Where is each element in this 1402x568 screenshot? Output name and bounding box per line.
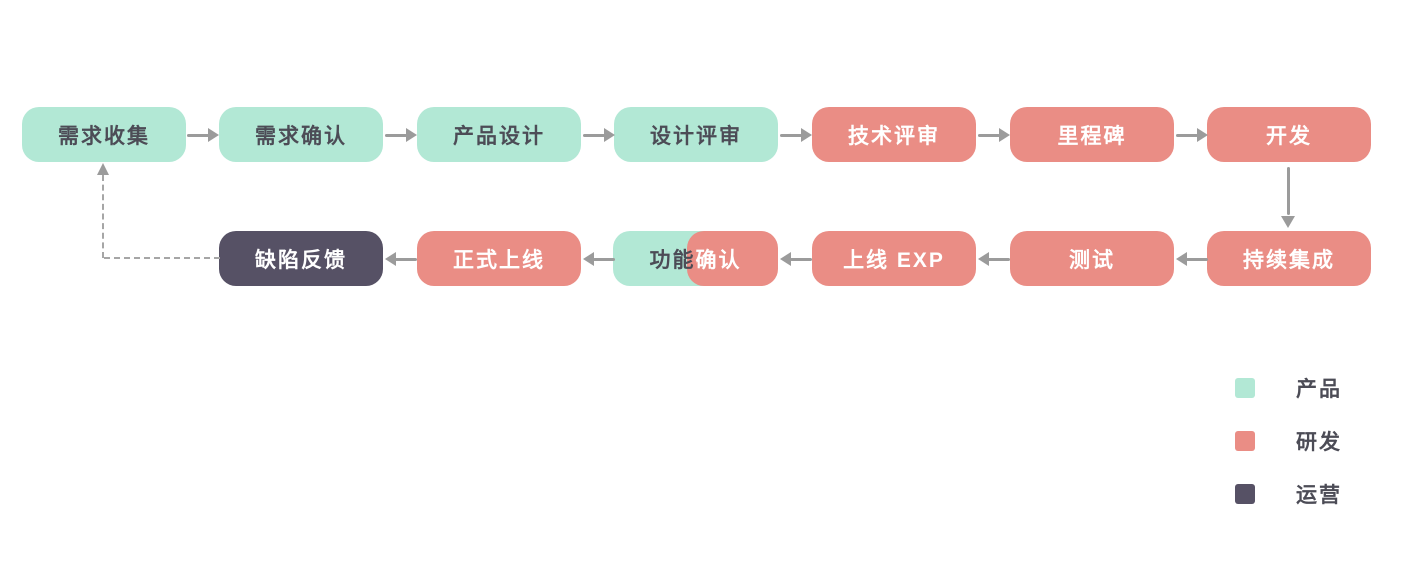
flow-node-requirement-confirmation: 需求确认 [219, 107, 383, 162]
arrow-right-icon [187, 128, 219, 142]
arrow-left-icon [1176, 252, 1208, 266]
arrow-right-icon [583, 128, 615, 142]
flow-node-development: 开发 [1207, 107, 1371, 162]
legend-swatch-rnd [1235, 431, 1255, 451]
legend-swatch-product [1235, 378, 1255, 398]
flow-node-product-design: 产品设计 [417, 107, 581, 162]
flow-node-testing: 测试 [1010, 231, 1174, 286]
feedback-arrow-up-icon [97, 163, 109, 175]
arrow-left-icon [583, 252, 615, 266]
legend-label-ops: 运营 [1296, 484, 1342, 507]
arrow-down-icon [1281, 167, 1295, 228]
flow-node-milestone: 里程碑 [1010, 107, 1174, 162]
flow-node-official-launch: 正式上线 [417, 231, 581, 286]
flow-node-feature-confirmation: 功能确认 [613, 231, 778, 286]
feature-confirmation-label-right: 确认 [695, 248, 742, 272]
feedback-dashed-line-vertical [102, 175, 104, 258]
flow-node-tech-review: 技术评审 [812, 107, 976, 162]
feature-confirmation-label: 功能确认 [613, 231, 778, 286]
arrow-right-icon [978, 128, 1010, 142]
arrow-right-icon [385, 128, 417, 142]
feature-confirmation-label-left: 功能 [649, 248, 696, 272]
legend-item-ops: 运营 [1235, 481, 1342, 507]
legend-label-product: 产品 [1296, 378, 1342, 401]
legend-label-rnd: 研发 [1296, 431, 1342, 454]
arrow-right-icon [1176, 128, 1208, 142]
flow-node-design-review: 设计评审 [614, 107, 778, 162]
feedback-dashed-line-horizontal [104, 257, 220, 259]
legend-item-rnd: 研发 [1235, 428, 1342, 454]
legend-item-product: 产品 [1235, 375, 1342, 401]
feature-confirmation-rnd-block [687, 231, 778, 286]
flow-node-defect-feedback: 缺陷反馈 [219, 231, 383, 286]
flow-node-continuous-integration: 持续集成 [1207, 231, 1371, 286]
flow-node-launch-exp: 上线 EXP [812, 231, 976, 286]
legend-swatch-ops [1235, 484, 1255, 504]
arrow-left-icon [978, 252, 1010, 266]
arrow-left-icon [780, 252, 812, 266]
arrow-left-icon [385, 252, 417, 266]
flow-node-requirement-collection: 需求收集 [22, 107, 186, 162]
arrow-right-icon [780, 128, 812, 142]
